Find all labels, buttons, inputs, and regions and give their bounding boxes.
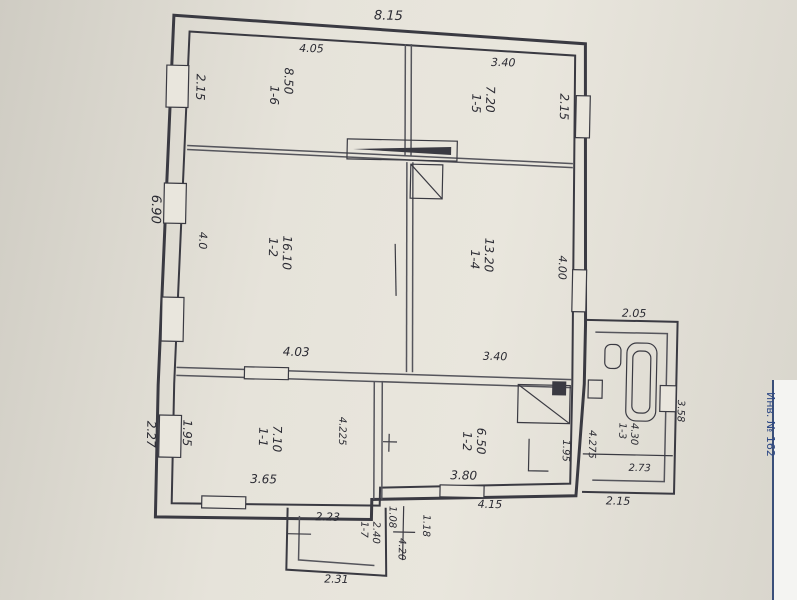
room-2-dim: 4.0 [196,232,209,250]
room-1-depth: 1.95 [180,419,195,446]
inventory-stamp: Инв. № 162 [764,392,777,457]
room-4-dim2: 3.40 [483,350,508,364]
porch-side1: 1.08 [386,506,397,528]
room-2-dim2: 4.03 [283,345,310,360]
window-left-1 [165,64,190,109]
label-annex-width: 2.05 [622,307,647,321]
wall-divider-1 [187,144,573,165]
room-1-area: 7.10 [270,425,285,452]
room-6-area: 8.50 [281,67,296,94]
chimney-fill [353,147,452,156]
porch-id: 1-7 [358,521,369,538]
room-1-id: 1-1 [256,427,270,447]
room-4-id: 1-4 [468,249,482,269]
room-2b-id: 1-2 [460,431,474,451]
window-left-4 [158,414,183,459]
room-5-dim: 3.40 [491,56,516,70]
wall-divider-5 [373,381,376,500]
room-2b-area: 6.50 [474,428,489,455]
stove-lower-diag [517,384,570,425]
label-left-depth: 2.15 [193,74,208,101]
room-1-width: 3.65 [250,472,277,487]
wall-divider-3 [405,162,408,373]
label-overall-width: 8.15 [374,8,403,24]
room-4-dim: 4.00 [555,255,569,280]
label-overall-depth: 6.90 [148,195,164,224]
window-right-2 [571,268,588,313]
room-5-area: 7.20 [483,86,498,113]
room-6-id: 1-6 [267,85,281,105]
window-right-1 [574,95,591,139]
wall-divider-4 [176,366,573,381]
stove-chimney [346,138,458,162]
porch-dim-line [401,506,405,561]
stove-diag [410,163,443,200]
room-2-id: 1-2 [266,237,280,257]
outer-wall-inner [170,30,577,507]
window-left-2 [162,182,188,225]
toilet [604,343,622,370]
bathtub-inner [631,350,652,414]
window-bottom-1 [200,495,247,510]
window-mid-1 [243,366,290,381]
porch-side2: 1.18 [420,514,431,536]
room-3-width: 2.15 [606,494,631,508]
room-3-depth: 2.73 [628,463,650,474]
porch-step [287,533,312,535]
porch-area: 2.40 [370,521,381,543]
bathtub [625,342,658,422]
room-2-area: 16.10 [280,235,295,270]
window-bottom-2 [439,484,485,499]
label-annex-depth: 3.58 [675,400,686,422]
wall-divider-3b [411,162,414,373]
label-right-depth: 2.15 [557,93,572,120]
annex-partition [582,453,673,457]
porch-wall [285,507,388,577]
room-4-area: 13.20 [482,238,497,273]
stove [409,163,444,200]
window-left-3 [160,296,185,343]
door-1 [527,438,549,472]
stove-lower [516,383,571,425]
wall-divider-2b [410,44,413,157]
stove-lower-fill [552,381,567,396]
room-3-area: 4.30 [628,423,639,445]
porch-width: 2.31 [324,572,349,586]
label-lower-right-width: 4.15 [478,498,503,512]
porch-top: 2.23 [315,510,340,524]
door-2 [383,433,398,452]
wall-divider-2 [404,44,407,157]
room-1-side: 4.225 [336,417,348,446]
room-6-dim: 4.05 [299,42,324,56]
room-2b-depth: 1.95 [560,439,571,461]
door-3 [394,243,397,296]
sink [587,379,603,399]
window-annex [659,384,677,413]
room-2b-width: 3.80 [450,468,477,483]
wall-divider-5b [381,381,384,500]
room-3-id: 1-3 [616,423,627,440]
label-annex-side: 4.275 [586,430,598,459]
document-edge-strip [772,380,797,600]
wall-divider-1b [187,148,573,169]
room-5-id: 1-5 [469,93,483,113]
label-lower-left-depth: 2.27 [144,421,159,448]
porch-depth: 4.20 [396,538,407,560]
porch-inner [297,515,375,567]
